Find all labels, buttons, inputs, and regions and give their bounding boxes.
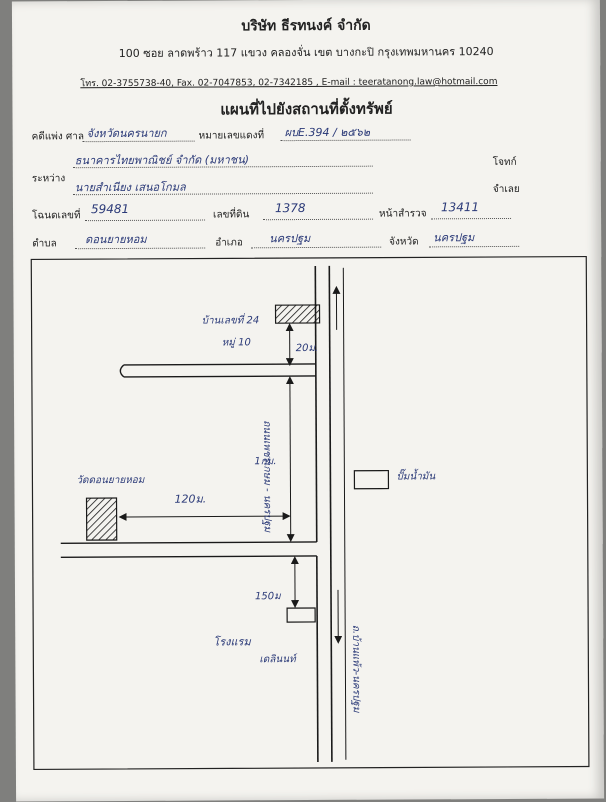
cross-road-top: [61, 542, 317, 543]
gas-station-box: [354, 471, 388, 489]
side-road-end: [120, 365, 124, 377]
hotel-label: โรงแรม: [213, 632, 251, 650]
dist-120m-label: 120ม.: [174, 490, 206, 508]
house-label: บ้านเลขที่ 24: [202, 313, 260, 328]
side-road-top-edge: [124, 364, 316, 365]
main-road-west-bottom: [317, 556, 318, 762]
gas-station-label: ปั๊มน้ำมัน: [396, 469, 435, 484]
hotel-box: [287, 608, 315, 622]
house-moo-label: หมู่ 10: [222, 335, 251, 350]
dist-20m-label: 20ม.: [296, 341, 319, 356]
road-top-label: ถนนเพชรเกษม - นครปฐม: [259, 420, 275, 532]
main-road-east: [329, 266, 332, 762]
temple-label: วัดดอนยายหอม: [76, 473, 144, 488]
hotel-name-label: เดลินนท์: [259, 652, 295, 667]
temple-building: [87, 498, 117, 540]
dim-1km: [290, 380, 291, 538]
side-road-bottom-edge: [124, 376, 316, 377]
property-house: [276, 305, 320, 323]
document-page: บริษัท ธีรทนงค์ จำกัด 100 ซอย ลาดพร้าว 1…: [12, 0, 604, 802]
main-road-edge: [343, 268, 346, 760]
cross-road-bottom: [61, 556, 317, 557]
dist-150m-label: 150ม: [255, 589, 281, 604]
road-bottom-label: ถ.บ้านแพ้ว-นครปฐม: [348, 625, 363, 713]
map-drawing: [12, 0, 604, 802]
